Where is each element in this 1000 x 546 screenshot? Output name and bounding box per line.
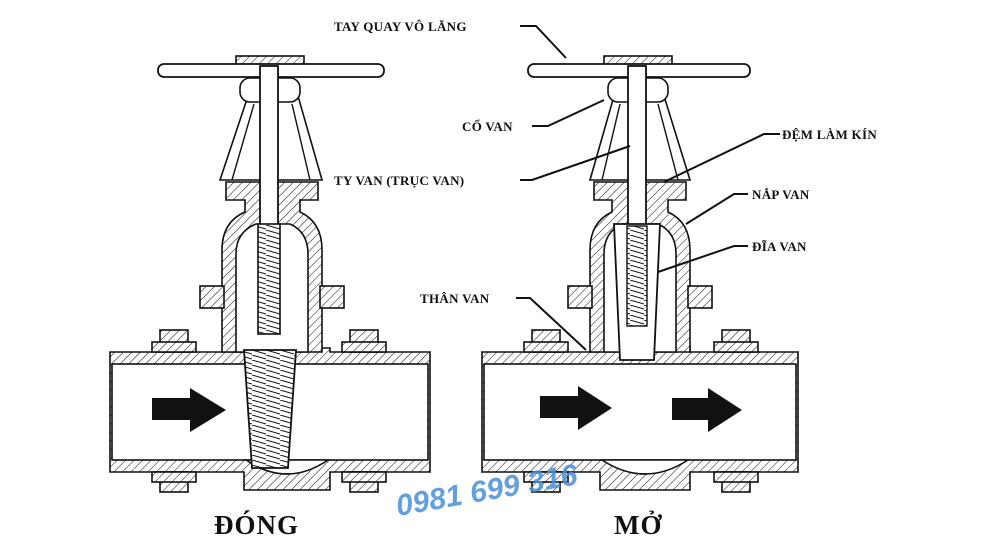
open-flow-arrow-1 [540, 386, 612, 430]
state-open-label: MỞ [614, 510, 663, 540]
label-disc: ĐĨA VAN [752, 239, 807, 254]
closed-disc [243, 349, 297, 469]
closed-valve [109, 55, 431, 493]
open-flow-arrow-2 [672, 388, 742, 432]
label-body: THÂN VAN [420, 291, 490, 306]
open-stem [627, 65, 647, 227]
label-bonnet: NẮP VAN [752, 187, 810, 202]
label-packing: ĐỆM LÀM KÍN [782, 127, 877, 142]
open-valve [481, 55, 799, 493]
closed-stem-thread [257, 223, 281, 335]
open-pipe-bore [483, 363, 797, 461]
closed-stem [259, 65, 279, 227]
leader-lines [516, 25, 780, 351]
open-stem-thread [626, 225, 648, 327]
label-stem: TY VAN (TRỤC VAN) [334, 173, 464, 188]
state-closed-label: ĐÓNG [214, 510, 299, 540]
closed-flow-arrow [152, 388, 226, 432]
label-gland: CỔ VAN [462, 119, 513, 134]
label-handwheel: TAY QUAY VÔ LĂNG [334, 19, 467, 34]
